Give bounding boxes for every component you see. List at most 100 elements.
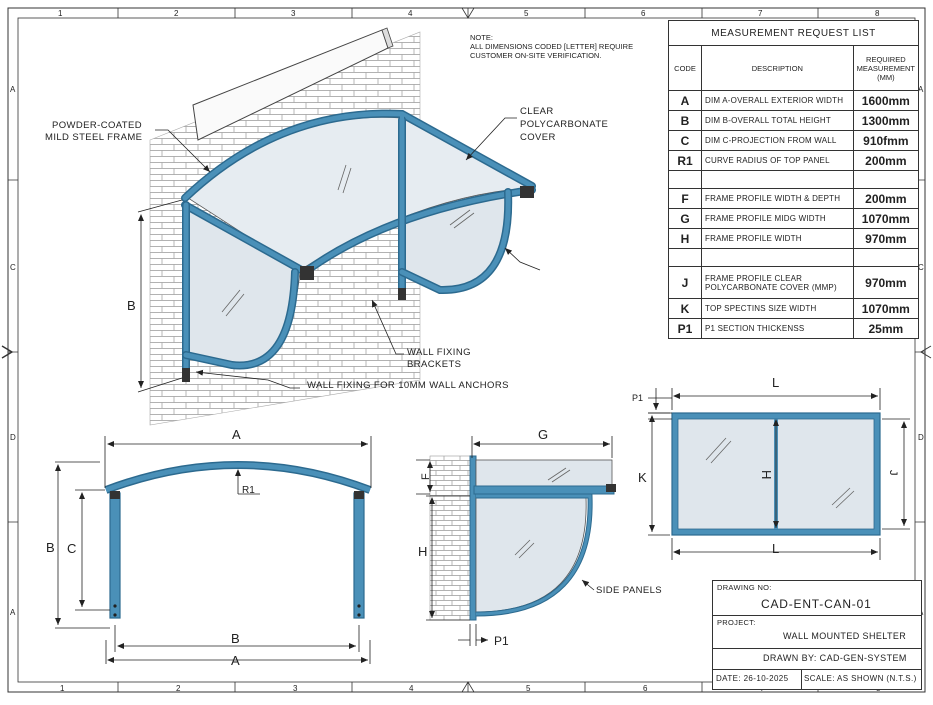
table-header-code: CODE: [668, 45, 702, 91]
row-value: 1070mm: [852, 208, 920, 229]
grid-top-7: 7: [758, 9, 763, 18]
grid-bottom-4: 4: [409, 684, 414, 693]
measurement-request-table: MEASUREMENT REQUEST LIST CODE DESCRIPTIO…: [668, 20, 920, 339]
side-dim-p1: P1: [494, 634, 509, 648]
note-block: NOTE: ALL DIMENSIONS CODED [LETTER] REQU…: [470, 33, 633, 60]
row-description: TOP SPECTINS SIZE WIDTH: [701, 298, 854, 319]
row-value: 25mm: [852, 318, 920, 339]
grid-bottom-5: 5: [526, 684, 531, 693]
grid-left-2: C: [10, 263, 16, 272]
row-value: 200mm: [852, 150, 920, 171]
row-code: K: [668, 298, 702, 319]
side-roof-glass: [475, 459, 613, 487]
table-header-required-line2: MEASUREMENT: [856, 63, 915, 73]
grid-left-3: D: [10, 433, 16, 442]
row-code: R1: [668, 150, 702, 171]
table-header-required-line3: (MM): [877, 72, 895, 82]
title-block: DRAWING NO: CAD-ENT-CAN-01 PROJECT: WALL…: [712, 580, 922, 690]
row-code: F: [668, 188, 702, 209]
row-description: DIM C-PROJECTION FROM WALL: [701, 130, 854, 151]
grid-left-1: A: [10, 85, 16, 94]
row-code: A: [668, 90, 702, 111]
callout-frame-line2: MILD STEEL FRAME: [45, 132, 142, 143]
iso-end-cap-1: [300, 266, 314, 280]
front-view: A R1 B C B A: [46, 427, 372, 668]
row-description: FRAME PROFILE WIDTH & DEPTH: [701, 188, 854, 209]
note-title: NOTE:: [470, 33, 493, 42]
top-dim-l-top: L: [772, 375, 779, 390]
table-spacer-row: [668, 248, 920, 267]
front-dim-r1: R1: [242, 485, 255, 496]
front-dim-a-top: A: [232, 427, 241, 442]
top-dim-k: K: [638, 470, 647, 485]
row-description: DIM B-OVERALL TOTAL HEIGHT: [701, 110, 854, 131]
row-value: 1300mm: [852, 110, 920, 131]
drawing-scale: SCALE: AS SHOWN (N.T.S.): [804, 674, 917, 683]
centre-mark-left: [1, 345, 14, 359]
project-label: PROJECT:: [717, 618, 756, 627]
iso-frame: [181, 109, 536, 379]
project-name: WALL MOUNTED SHELTER: [783, 631, 907, 641]
row-description: FRAME PROFILE MIDG WIDTH: [701, 208, 854, 229]
side-view: G F H P1 SIDE PANELS: [416, 427, 662, 648]
top-dim-h: H: [759, 470, 774, 479]
front-dim-c: C: [67, 541, 76, 556]
top-dim-l-bottom: L: [772, 541, 779, 556]
row-code: G: [668, 208, 702, 229]
iso-dim-b: [137, 199, 183, 393]
iso-glass-hatches: [221, 164, 475, 317]
front-dim-b: B: [46, 540, 55, 555]
grid-left-4: A: [10, 608, 16, 617]
row-value: 970mm: [852, 228, 920, 249]
callout-frame-line1: POWDER-COATED: [52, 120, 142, 131]
table-spacer-row: [668, 170, 920, 189]
top-dim-j: J: [887, 470, 899, 476]
note-line-1: ALL DIMENSIONS CODED [LETTER] REQUIRE: [470, 42, 633, 51]
title-block-project: PROJECT: WALL MOUNTED SHELTER: [713, 616, 921, 649]
grid-bottom-1: 1: [60, 684, 65, 693]
callout-cover-line1: CLEAR: [520, 106, 554, 117]
note-line-2: CUSTOMER ON-SITE VERIFICATION.: [470, 51, 601, 60]
centre-mark-right: [920, 345, 932, 359]
side-dimensions: [416, 436, 613, 646]
side-dim-h: H: [418, 544, 427, 559]
front-dim-a-bottom: A: [231, 653, 240, 668]
grid-top-4: 4: [408, 9, 413, 18]
side-brick-wall: [429, 455, 471, 621]
grid-right-1: A: [918, 85, 924, 94]
iso-callout-lines: [155, 117, 541, 389]
row-code: P1: [668, 318, 702, 339]
callout-anchors: WALL FIXING FOR 10MM WALL ANCHORS: [307, 380, 509, 391]
side-dim-g: G: [538, 427, 548, 442]
title-block-drawing-no: DRAWING NO: CAD-ENT-CAN-01: [713, 581, 921, 616]
grid-top-3: 3: [291, 9, 296, 18]
callout-brackets-line1: WALL FIXING: [407, 347, 471, 358]
iso-end-cap-2: [520, 186, 534, 198]
isometric-view: B POWDER-COATED MILD STEEL FRAME CLEAR P…: [45, 27, 608, 426]
table-header-description: DESCRIPTION: [701, 45, 854, 91]
callout-cover-line3: COVER: [520, 132, 556, 143]
callout-cover-line2: POLYCARBONATE: [520, 119, 608, 130]
iso-bracket-2: [398, 288, 406, 300]
row-code: B: [668, 110, 702, 131]
grid-bottom-6: 6: [643, 684, 648, 693]
callout-brackets-line2: BRACKETS: [407, 359, 461, 370]
iso-dim-b-label: B: [127, 298, 136, 313]
row-value: 970mm: [852, 266, 920, 299]
top-dimensions: [648, 388, 910, 560]
title-block-drawn-by: DRAWN BY: CAD-GEN-SYSTEM: [713, 649, 921, 670]
side-dim-f: F: [420, 473, 432, 480]
grid-top-6: 6: [641, 9, 646, 18]
row-value: 910fmm: [852, 130, 920, 151]
row-description-line2: POLYCARBONATE COVER (MMP): [705, 282, 837, 292]
table-title: MEASUREMENT REQUEST LIST: [668, 20, 919, 46]
